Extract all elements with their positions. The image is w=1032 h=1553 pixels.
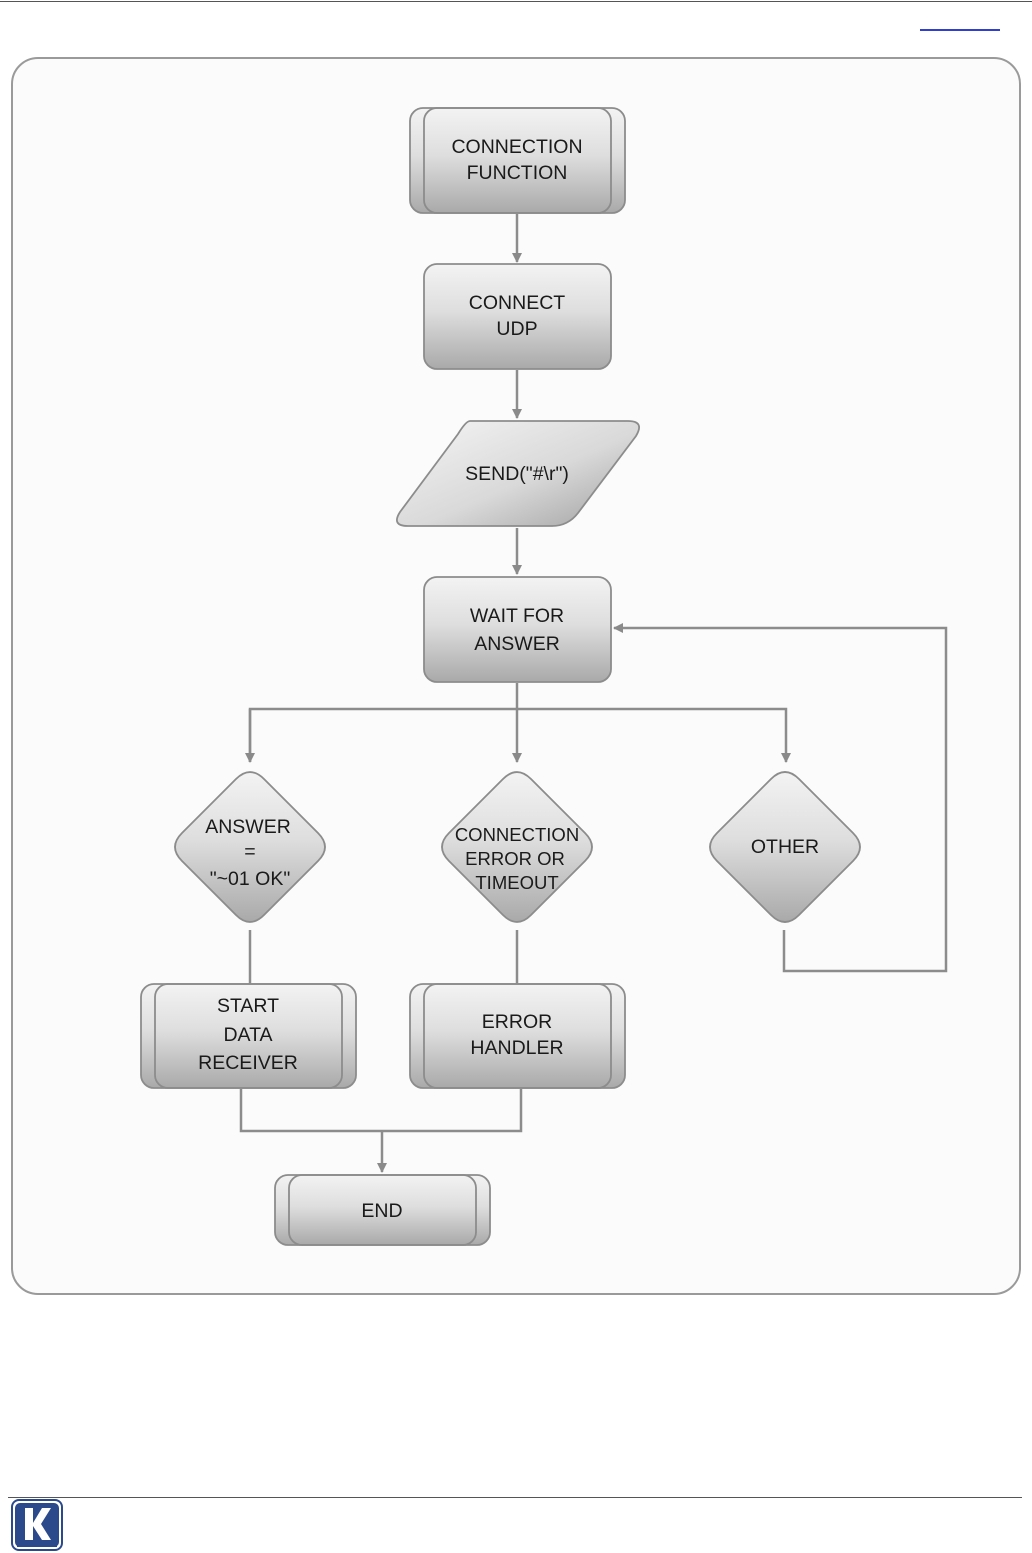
header-link[interactable] — [920, 29, 1000, 31]
node-start-line2: DATA — [223, 1024, 272, 1046]
connectors — [239, 214, 948, 1173]
node-send-label: SEND("#\r") — [465, 463, 569, 485]
decision-other-label: OTHER — [751, 836, 819, 858]
decision-connection-error: CONNECTION ERROR OR TIMEOUT — [441, 771, 593, 923]
node-error-handler: ERROR HANDLER — [409, 983, 626, 1089]
decision-answer-ok: ANSWER = "~01 OK" — [174, 771, 326, 923]
node-end-label: END — [361, 1200, 402, 1222]
node-connect-udp-line2: UDP — [496, 318, 537, 340]
node-error-handler-line2: HANDLER — [470, 1037, 563, 1059]
node-connection-function-line2: FUNCTION — [467, 162, 568, 184]
connector-other-loop — [613, 623, 948, 973]
node-end: END — [274, 1174, 491, 1246]
node-wait-for-answer: WAIT FOR ANSWER — [423, 576, 612, 683]
node-error-handler-line1: ERROR — [482, 1011, 552, 1033]
node-connect-udp-line1: CONNECT — [469, 292, 566, 314]
node-connection-function-line1: CONNECTION — [451, 136, 582, 158]
decision-error-line1: CONNECTION — [455, 824, 579, 845]
decision-error-line3: TIMEOUT — [475, 872, 558, 893]
node-start-data-receiver: START DATA RECEIVER — [140, 983, 357, 1089]
decision-answer-line2: = — [244, 841, 255, 863]
decision-answer-line3: "~01 OK" — [210, 868, 291, 890]
decision-error-line2: ERROR OR — [465, 848, 565, 869]
node-connection-function: CONNECTION FUNCTION — [409, 107, 626, 214]
node-start-line1: START — [217, 995, 279, 1017]
node-send: SEND("#\r") — [396, 420, 640, 527]
decision-answer-line1: ANSWER — [205, 816, 291, 838]
node-start-line3: RECEIVER — [198, 1052, 298, 1074]
decision-other: OTHER — [709, 771, 861, 923]
node-wait-line2: ANSWER — [474, 633, 560, 655]
kramer-logo — [11, 1499, 63, 1551]
header-rule — [0, 1, 1032, 2]
node-connect-udp: CONNECT UDP — [423, 263, 612, 370]
footer-rule — [8, 1497, 1022, 1498]
node-wait-line1: WAIT FOR — [470, 605, 564, 627]
